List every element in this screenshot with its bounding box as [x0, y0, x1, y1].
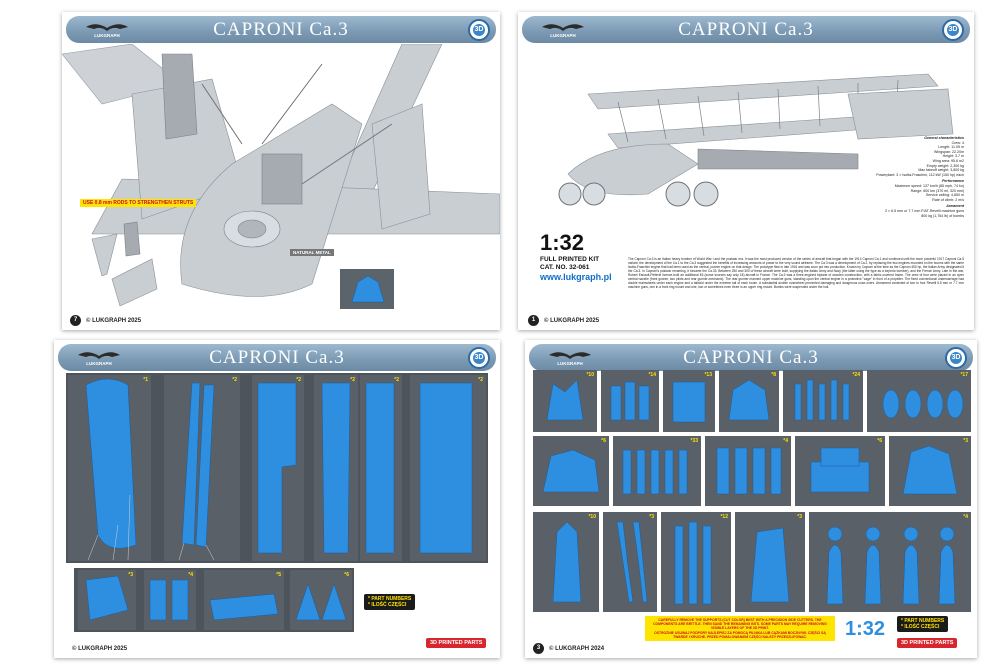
part-tile: *3 [78, 570, 136, 630]
part-tile: *17 [867, 370, 971, 432]
copyright: © LUKGRAPH 2025 [86, 318, 142, 324]
part-tile: *4 [144, 570, 196, 630]
spec-line: Height: 3.7 m [942, 154, 964, 159]
spec-line: 2 × 6.5 mm or 7.7 mm FIAT-Revelli machin… [885, 208, 964, 213]
part-tile: *6 [533, 436, 609, 506]
page-title: CAPRONI Ca.3 [678, 19, 814, 40]
supports-note-en: CAREFULLY REMOVE THE SUPPORTS (CUT COLOR… [653, 618, 827, 631]
natural-metal-tag: NATURAL METAL [290, 249, 334, 256]
supports-note-pl: OSTROŻNIE USUWAJ PODPORY NAJLEPIEJ ZA PO… [654, 630, 826, 639]
svg-text:LUKGRAPH: LUKGRAPH [86, 361, 112, 366]
part-tile: *2 [164, 375, 240, 561]
printed-parts-tag: 3D PRINTED PARTS [426, 638, 487, 648]
biplane-render [558, 73, 954, 207]
part-tile: *5 [204, 570, 284, 630]
assembly-render [62, 44, 500, 309]
specs-armament-heading: Armament [946, 204, 964, 209]
part-tile: *12 [661, 512, 731, 612]
page-title: CAPRONI Ca.3 [213, 19, 349, 40]
page-title: CAPRONI Ca.3 [683, 347, 819, 368]
page-header: LUKGRAPH CAPRONI Ca.3 3D [522, 16, 970, 43]
lukgraph-logo-icon: LUKGRAPH [78, 352, 120, 366]
part-tile: *1 [68, 375, 151, 561]
lukgraph-logo-icon: LUKGRAPH [542, 24, 584, 38]
cat-number: CAT. NO. 32-061 [540, 264, 590, 271]
spec-line: Empty weight: 2,300 kg [926, 163, 964, 168]
supports-note: CAREFULLY REMOVE THE SUPPORTS (CUT COLOR… [645, 616, 835, 642]
part-tile: *2 [410, 375, 486, 561]
part-tile: *6 [290, 570, 352, 630]
page-header: LUKGRAPH CAPRONI Ca.3 3D [66, 16, 496, 43]
part-tile: *4 [809, 512, 971, 612]
copyright: © LUKGRAPH 2025 [72, 646, 128, 652]
part-tile: *10 [533, 512, 599, 612]
part-tile: *14 [601, 370, 659, 432]
page-printed-parts-2: LUKGRAPH CAPRONI Ca.3 3D *10 *14 *13 *8 … [525, 340, 977, 658]
part-tile: *3 [603, 512, 657, 612]
page-header: LUKGRAPH CAPRONI Ca.3 3D [529, 344, 973, 371]
page-title: CAPRONI Ca.3 [209, 347, 345, 368]
3d-badge-icon: 3D [942, 19, 964, 41]
specs-general-heading: General characteristics [924, 136, 964, 140]
part-tile: *2 [252, 375, 304, 561]
3d-badge-icon: 3D [468, 347, 490, 369]
page-number: 7 [70, 315, 81, 326]
spec-line: Powerplant: 3 × Isotta-Fraschini, 112 kW… [876, 172, 964, 177]
spec-line: Length: 11.05 m [938, 145, 964, 150]
printed-parts-tag: 3D PRINTED PARTS [897, 638, 958, 648]
part-tile: *2 [360, 375, 402, 561]
part-tile: *3 [735, 512, 805, 612]
spec-line: Range: 600 km (370 mi, 320 nmi) [910, 188, 964, 193]
lukgraph-logo-icon: LUKGRAPH [86, 24, 128, 38]
part-tile: *4 [705, 436, 791, 506]
svg-text:LUKGRAPH: LUKGRAPH [94, 33, 120, 38]
spec-line: Max takeoff weight: 3,800 kg [918, 168, 964, 173]
page-header: LUKGRAPH CAPRONI Ca.3 3D [58, 344, 496, 371]
spec-line: 800 kg (1,764 lb) of bombs [921, 213, 964, 218]
specs-block: General characteristics Crew: 4 Length: … [876, 134, 964, 218]
history-text: The Caproni Ca.3 is an Italian heavy bom… [628, 257, 964, 289]
legend-part-numbers: * PART NUMBERS [368, 596, 412, 602]
part-tile: *2 [314, 375, 358, 561]
legend-quantity: * ILOŚĆ CZĘŚCI [901, 624, 940, 630]
specs-performance-heading: Performance [942, 179, 964, 184]
legend-quantity: * ILOŚĆ CZĘŚCI [368, 602, 407, 608]
3d-badge-icon: 3D [945, 347, 967, 369]
scale-label: 1:32 [540, 230, 585, 255]
page-cover: LUKGRAPH CAPRONI Ca.3 3D General charact… [518, 12, 974, 330]
spec-line: Service ceiling: 4,850 m [925, 193, 964, 198]
legend: * PART NUMBERS * ILOŚĆ CZĘŚCI [897, 616, 949, 632]
page-number: 3 [533, 643, 544, 654]
page-number: 1 [528, 315, 539, 326]
page-assembly: LUKGRAPH CAPRONI Ca.3 3D [62, 12, 500, 330]
spec-line: Rate of climb: 2 m/s [932, 197, 964, 202]
scale-label: 1:32 [845, 618, 886, 640]
spec-line: Wing area: 95.6 m2 [932, 158, 964, 163]
legend: * PART NUMBERS * ILOŚĆ CZĘŚCI [364, 594, 416, 610]
part-tile: *24 [783, 370, 863, 432]
part-tile: *6 [795, 436, 885, 506]
copyright: © LUKGRAPH 2024 [549, 646, 605, 652]
spec-line: Wingspan: 22.20m [934, 149, 964, 154]
part-tile: *8 [719, 370, 779, 432]
part-tile: *3 [889, 436, 971, 506]
3d-badge-icon: 3D [468, 19, 490, 41]
copyright: © LUKGRAPH 2025 [544, 318, 600, 324]
website-url[interactable]: www.lukgraph.pl [540, 272, 612, 282]
legend-part-numbers: * PART NUMBERS [901, 618, 945, 624]
svg-text:LUKGRAPH: LUKGRAPH [557, 361, 583, 366]
page-printed-parts: LUKGRAPH CAPRONI Ca.3 3D *1 *2 *2 *2 *2 [54, 340, 500, 658]
part-tile: *33 [613, 436, 701, 506]
kit-line-1: FULL PRINTED KIT [540, 256, 600, 263]
rods-tag: USE 0.8 mm RODS TO STRENGTHEN STRUTS [80, 199, 197, 207]
svg-text:LUKGRAPH: LUKGRAPH [550, 33, 576, 38]
part-tile: *10 [533, 370, 597, 432]
part-tile: *13 [663, 370, 715, 432]
lukgraph-logo-icon: LUKGRAPH [549, 352, 591, 366]
spec-line: Crew: 4 [951, 140, 964, 145]
spec-line: Maximum speed: 137 km/h (85 mph, 74 kn) [894, 183, 964, 188]
